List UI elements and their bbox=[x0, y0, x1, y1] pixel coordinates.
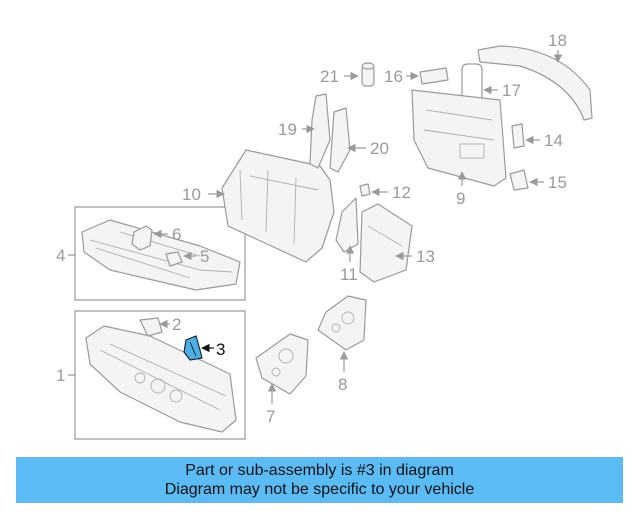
callout-1: 1 bbox=[56, 366, 65, 385]
banner-line-disclaimer: Diagram may not be specific to your vehi… bbox=[164, 481, 475, 498]
part-8-wheelhouse[interactable] bbox=[317, 295, 367, 351]
callout-19: 19 bbox=[278, 120, 297, 139]
callout-15: 15 bbox=[548, 173, 567, 192]
callout-3: 3 bbox=[216, 340, 225, 359]
callout-11: 11 bbox=[340, 265, 358, 284]
part-9-partition-panel[interactable] bbox=[411, 89, 507, 187]
part-11-extension[interactable] bbox=[335, 197, 359, 253]
callout-20: 20 bbox=[370, 139, 389, 158]
part-16-block[interactable] bbox=[419, 67, 449, 85]
part-13-extension[interactable] bbox=[359, 203, 413, 283]
part-15-bracket[interactable] bbox=[509, 169, 529, 191]
part-2-reinforcement[interactable] bbox=[139, 317, 163, 337]
callout-16: 16 bbox=[384, 67, 403, 86]
part-21-plug[interactable] bbox=[361, 62, 375, 87]
callout-2: 2 bbox=[172, 315, 181, 334]
callout-7: 7 bbox=[266, 407, 275, 426]
part-14-bracket[interactable] bbox=[511, 123, 525, 149]
callout-9: 9 bbox=[456, 189, 465, 208]
callout-21: 21 bbox=[320, 67, 339, 86]
part-6-bracket[interactable] bbox=[131, 225, 153, 251]
part-17-u-bracket[interactable] bbox=[461, 63, 483, 98]
parts-diagram: 1 2 3 4 5 6 7 8 9 10 11 12 13 14 15 16 1… bbox=[56, 31, 593, 440]
info-banner: Part or sub-assembly is #3 in diagram Di… bbox=[16, 457, 623, 503]
callout-18: 18 bbox=[548, 31, 567, 50]
part-7-wheelhouse[interactable] bbox=[255, 333, 309, 395]
callout-10: 10 bbox=[182, 185, 201, 204]
callout-8: 8 bbox=[338, 375, 347, 394]
part-5-clip[interactable] bbox=[165, 251, 183, 267]
part-10-seat-back-frame[interactable] bbox=[221, 149, 335, 263]
callout-4: 4 bbox=[56, 246, 65, 265]
group-box-upper bbox=[74, 206, 246, 301]
callout-5: 5 bbox=[200, 247, 209, 266]
callout-6: 6 bbox=[172, 225, 181, 244]
callout-14: 14 bbox=[544, 131, 563, 150]
part-18-roof-arch[interactable] bbox=[477, 45, 593, 121]
callout-13: 13 bbox=[416, 247, 435, 266]
part-20-pillar[interactable] bbox=[329, 107, 351, 173]
callout-17: 17 bbox=[502, 81, 521, 100]
part-3-highlighted[interactable] bbox=[183, 335, 203, 361]
part-4-back-panel-upper[interactable] bbox=[81, 219, 241, 291]
part-12-clip[interactable] bbox=[359, 183, 371, 197]
callout-12: 12 bbox=[392, 183, 411, 202]
part-1-rear-panel[interactable] bbox=[85, 325, 237, 433]
banner-line-part: Part or sub-assembly is #3 in diagram bbox=[185, 462, 454, 479]
part-19-pillar[interactable] bbox=[309, 93, 331, 169]
